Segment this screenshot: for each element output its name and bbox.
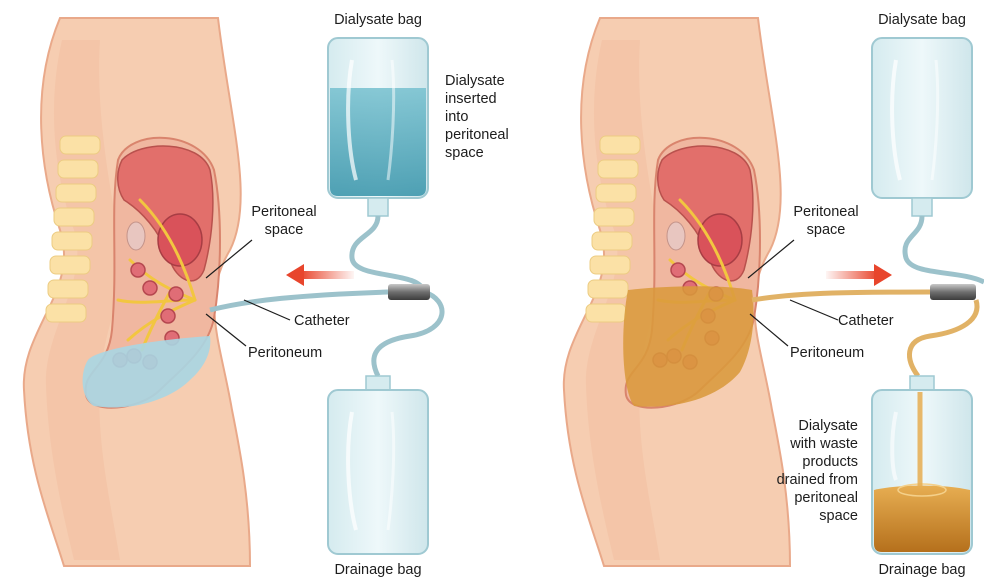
note-line-5: peritoneal (794, 490, 858, 506)
dialysate-tube (352, 216, 424, 292)
note-line-2: with waste (789, 436, 858, 452)
drainage-bag (328, 376, 428, 554)
note-line-4: peritoneal (445, 127, 509, 143)
abdomen-anatomy (24, 18, 250, 566)
panel-drain: Dialysate bag Drainage bag Dialysate wit… (564, 12, 984, 578)
catheter-tube (752, 292, 930, 300)
note-line-3: into (445, 109, 468, 125)
tube-connector (388, 284, 430, 300)
dialysate-bag (328, 38, 428, 216)
tube-connector (930, 284, 976, 300)
peritoneal-space-label-2: space (265, 222, 304, 238)
leader-catheter (244, 300, 290, 320)
flow-arrow-in (286, 264, 354, 286)
leader-catheter (790, 300, 838, 320)
peritoneal-space-label-2: space (807, 222, 846, 238)
note-line-1: Dialysate (445, 73, 505, 89)
peritoneal-space-label-1: Peritoneal (251, 204, 316, 220)
note-line-3: products (802, 454, 858, 470)
drainage-bag-label: Drainage bag (878, 562, 965, 578)
note-line-5: space (445, 145, 484, 161)
dialysate-bag-label: Dialysate bag (878, 12, 966, 28)
note-line-2: inserted (445, 91, 497, 107)
flow-arrow-out (826, 264, 892, 286)
peritoneal-space-label-1: Peritoneal (793, 204, 858, 220)
peritoneum-label: Peritoneum (790, 345, 864, 361)
note-line-4: drained from (777, 472, 858, 488)
drainage-bag (872, 376, 972, 554)
drain-tube (374, 292, 442, 376)
catheter-label: Catheter (838, 313, 894, 329)
note-line-6: space (819, 508, 858, 524)
panel-fill: Dialysate bag Drainage bag Dialysate ins… (24, 12, 509, 578)
catheter-tube (210, 292, 388, 310)
dialysate-bag (872, 38, 972, 216)
catheter-label: Catheter (294, 313, 350, 329)
drainage-bag-label: Drainage bag (334, 562, 421, 578)
peritoneum-label: Peritoneum (248, 345, 322, 361)
dialysate-tube (905, 216, 984, 282)
drain-tube (909, 300, 976, 376)
dialysate-bag-label: Dialysate bag (334, 12, 422, 28)
note-line-1: Dialysate (798, 418, 858, 434)
